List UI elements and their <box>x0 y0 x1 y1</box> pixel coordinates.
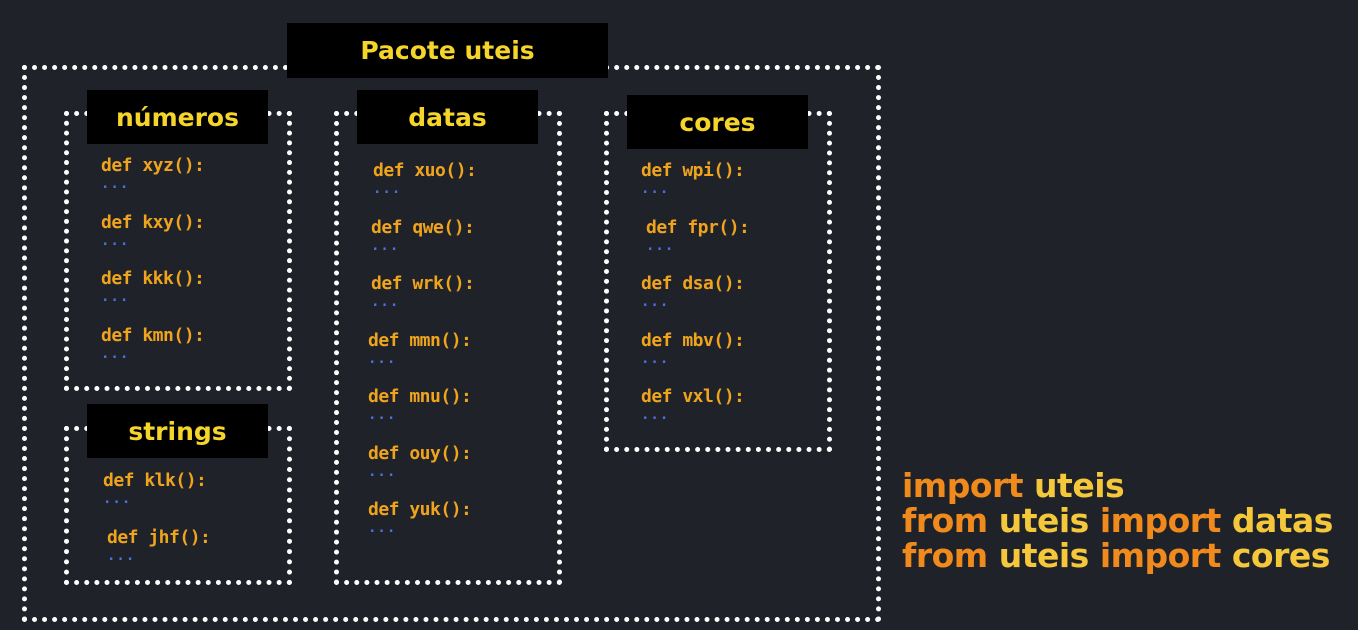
ellipsis: ... <box>371 294 400 310</box>
module-strings-functions: def klk():... def jhf():... <box>103 470 211 584</box>
function-def: def jhf(): <box>107 526 211 548</box>
import-name: datas <box>1231 501 1334 540</box>
function-def: def vxl(): <box>641 386 745 407</box>
import-keyword: import <box>1099 501 1222 540</box>
import-name: uteis <box>998 501 1090 540</box>
ellipsis: ... <box>368 407 397 423</box>
function-item: def xyz():... <box>101 155 205 212</box>
ellipsis: ... <box>641 407 670 423</box>
import-line: from uteis import datas <box>902 503 1333 538</box>
function-item: def wpi():... <box>641 160 749 217</box>
package-title: Pacote uteis <box>287 23 608 78</box>
import-keyword: import <box>1099 536 1222 575</box>
function-item: def wrk():... <box>371 273 476 330</box>
ellipsis: ... <box>101 345 130 362</box>
function-def: def kxy(): <box>101 211 205 233</box>
function-def: def ouy(): <box>368 442 472 464</box>
ellipsis: ... <box>641 350 670 367</box>
function-def: def mbv(): <box>641 329 745 351</box>
import-keyword: import <box>902 466 1024 505</box>
module-numeros-title: números <box>87 90 268 144</box>
function-def: def kkk(): <box>101 268 205 289</box>
function-def: def qwe(): <box>371 216 475 238</box>
ellipsis: ... <box>641 294 670 310</box>
function-def: def xyz(): <box>101 155 205 176</box>
ellipsis: ... <box>101 289 130 305</box>
function-def: def klk(): <box>103 470 207 491</box>
function-def: def dsa(): <box>641 273 745 294</box>
function-item: def dsa():... <box>641 273 749 330</box>
function-item: def jhf():... <box>103 526 211 584</box>
function-item: def fpr():... <box>641 216 750 274</box>
ellipsis: ... <box>641 181 670 197</box>
module-cores-functions: def wpi():... def fpr():... def dsa():..… <box>641 160 750 443</box>
ellipsis: ... <box>107 547 136 564</box>
import-name: uteis <box>1034 466 1125 505</box>
function-def: def yuk(): <box>368 499 472 520</box>
function-item: def yuk():... <box>368 499 476 556</box>
function-def: def xuo(): <box>373 160 477 181</box>
function-item: def ouy():... <box>368 443 476 500</box>
function-item: def kkk():... <box>101 268 205 325</box>
function-item: def kmn():... <box>101 324 205 382</box>
import-line: import uteis <box>902 468 1333 503</box>
ellipsis: ... <box>371 237 400 254</box>
import-keyword: from <box>902 536 988 575</box>
module-datas-functions: def xuo():... def qwe():... def wrk():..… <box>368 160 477 556</box>
module-strings-title: strings <box>87 404 268 458</box>
function-def: def fpr(): <box>646 216 750 238</box>
function-item: def vxl():... <box>641 386 749 443</box>
function-def: def kmn(): <box>101 324 205 346</box>
import-statements: import uteis from uteis import datas fro… <box>902 468 1333 573</box>
import-line: from uteis import cores <box>902 538 1333 573</box>
function-def: def wpi(): <box>641 160 745 181</box>
function-item: def klk():... <box>103 470 210 527</box>
function-item: def mbv():... <box>641 330 749 387</box>
ellipsis: ... <box>368 520 397 536</box>
function-item: def mmn():... <box>368 330 476 387</box>
function-item: def xuo():... <box>371 160 477 217</box>
ellipsis: ... <box>368 463 397 480</box>
module-datas-title: datas <box>357 90 538 144</box>
import-keyword: from <box>902 501 988 540</box>
import-name: uteis <box>998 536 1090 575</box>
ellipsis: ... <box>368 350 397 367</box>
function-def: def mnu(): <box>368 386 472 407</box>
function-item: def kxy():... <box>101 211 205 269</box>
ellipsis: ... <box>646 237 675 254</box>
ellipsis: ... <box>101 176 130 192</box>
ellipsis: ... <box>101 232 130 249</box>
import-name: cores <box>1231 536 1331 575</box>
ellipsis: ... <box>103 491 132 507</box>
ellipsis: ... <box>373 181 402 197</box>
function-item: def mnu():... <box>368 386 476 443</box>
function-def: def wrk(): <box>371 273 475 294</box>
function-item: def qwe():... <box>371 217 476 274</box>
module-numeros-functions: def xyz():... def kxy():... def kkk():..… <box>101 155 205 382</box>
module-cores-title: cores <box>627 95 808 149</box>
function-def: def mmn(): <box>368 329 472 351</box>
